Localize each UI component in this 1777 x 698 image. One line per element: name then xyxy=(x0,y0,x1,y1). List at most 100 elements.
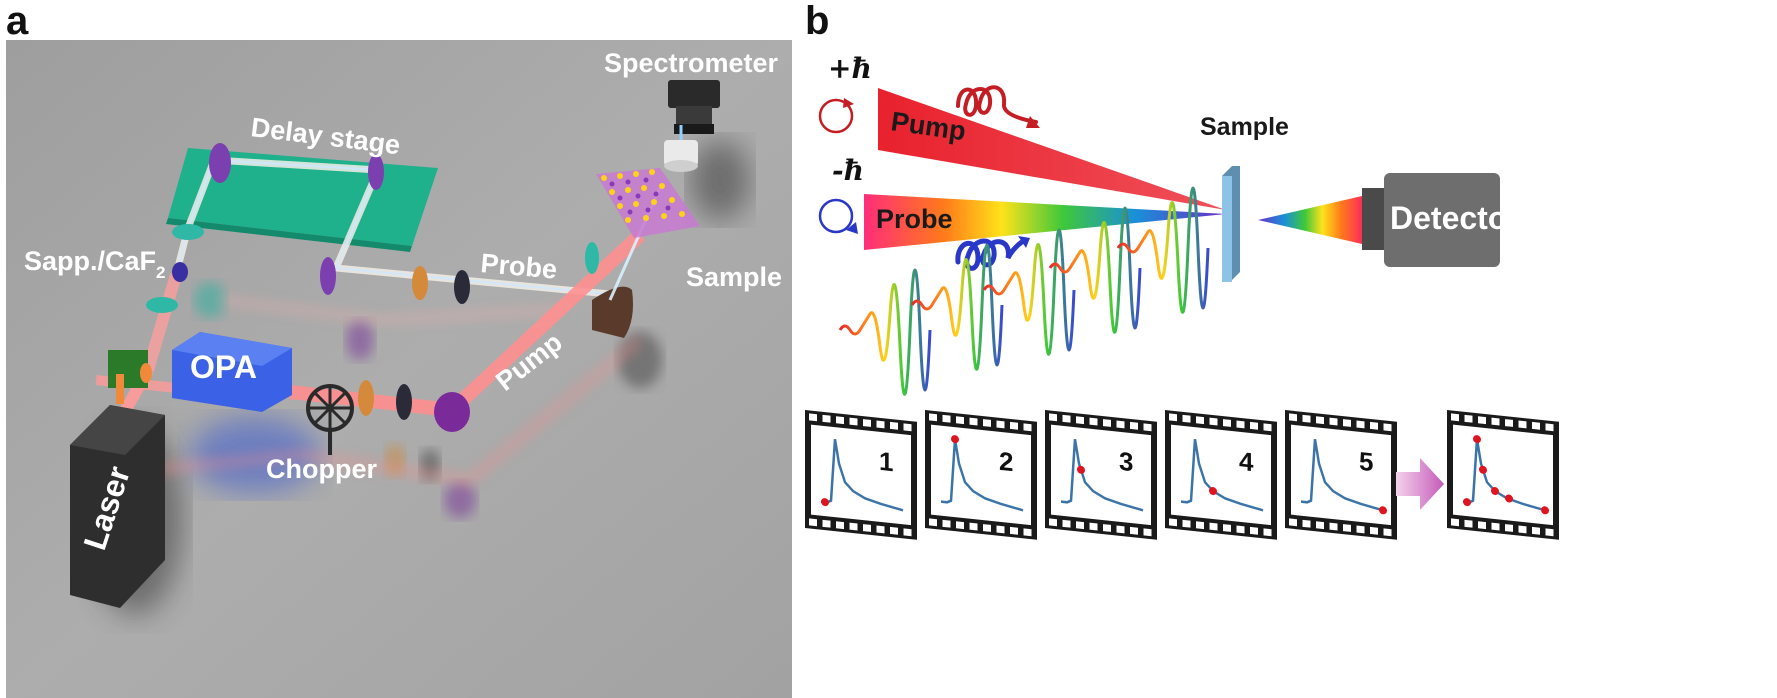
crystal-icon xyxy=(172,262,188,282)
data-point-marker xyxy=(1505,494,1513,503)
wavepacket-icon xyxy=(910,243,1004,371)
sprocket-hole xyxy=(1263,528,1272,537)
sprocket-hole xyxy=(1010,526,1018,535)
sprocket-hole xyxy=(809,413,817,422)
opa-box xyxy=(140,332,292,412)
frame-screen xyxy=(1051,424,1151,526)
sprocket-hole xyxy=(1370,421,1378,430)
sprocket-hole xyxy=(1116,420,1125,429)
spectrometer-label: Spectrometer xyxy=(604,48,779,78)
sprocket-hole xyxy=(969,417,978,426)
probe-label: Probe xyxy=(479,248,558,285)
sprocket-hole xyxy=(903,528,912,537)
sprocket-hole xyxy=(929,518,937,527)
sprocket-hole xyxy=(1076,521,1084,530)
sprocket-hole xyxy=(1302,519,1311,528)
sprocket-hole xyxy=(849,417,858,426)
circular-polarization-blue-icon xyxy=(818,198,858,234)
lens-icon xyxy=(146,297,178,313)
sprocket-hole xyxy=(1316,416,1324,425)
sprocket-hole xyxy=(1478,521,1486,530)
sprocket-hole xyxy=(1103,524,1111,532)
wavepacket-icon xyxy=(838,268,932,396)
sprocket-hole xyxy=(942,519,951,528)
sprocket-hole xyxy=(1464,519,1473,528)
data-point-marker xyxy=(821,498,829,507)
sample-label-a: Sample xyxy=(686,262,782,292)
data-point-marker xyxy=(1463,498,1471,507)
sprocket-hole xyxy=(1316,521,1324,530)
frame-screen xyxy=(811,424,911,526)
sprocket-hole xyxy=(1010,421,1018,430)
chopper-label: Chopper xyxy=(266,454,377,484)
data-point-marker xyxy=(1491,487,1499,496)
sprocket-hole xyxy=(1464,414,1473,423)
sprocket-hole xyxy=(1250,526,1258,535)
sprocket-hole xyxy=(1209,522,1218,531)
sprocket-hole xyxy=(1209,417,1218,426)
data-point-marker xyxy=(1209,487,1217,496)
sprocket-hole xyxy=(1103,419,1111,427)
sprocket-hole xyxy=(1236,525,1245,534)
sprocket-hole xyxy=(983,524,991,532)
decay-trace xyxy=(821,438,904,512)
detector-label: Detector xyxy=(1390,200,1520,236)
panel-a-setup: Spectrometer Delay stage Sapp./CaF2 Prob… xyxy=(6,40,792,698)
sprocket-hole xyxy=(1545,423,1554,432)
panel-b-letter: b xyxy=(805,0,829,43)
frame-screen xyxy=(931,424,1031,526)
data-point-marker xyxy=(951,435,959,444)
sprocket-hole xyxy=(1049,413,1057,422)
sprocket-hole xyxy=(1182,519,1191,528)
sprocket-hole xyxy=(1143,528,1152,537)
sprocket-hole xyxy=(929,413,937,422)
sprocket-hole xyxy=(1062,414,1071,423)
sprocket-hole xyxy=(1223,524,1231,532)
decay-trace xyxy=(1181,438,1264,512)
polarizer-icon xyxy=(454,270,470,304)
sprocket-hole xyxy=(1518,525,1527,534)
probe-photon-helix-icon xyxy=(955,236,1030,271)
sprocket-hole xyxy=(983,419,991,427)
sprocket-hole xyxy=(1370,526,1378,535)
panel-a-letter: a xyxy=(6,0,29,43)
sprocket-hole xyxy=(1532,421,1540,430)
sprocket-hole xyxy=(1130,421,1138,430)
mirror-icon xyxy=(368,154,384,190)
film-frame: 2 xyxy=(925,410,1037,540)
sprocket-hole xyxy=(1478,416,1486,425)
decay-trace xyxy=(1301,438,1384,512)
sprocket-hole xyxy=(1343,419,1351,427)
sprocket-hole xyxy=(1505,524,1513,532)
sprocket-hole xyxy=(1130,526,1138,535)
sprocket-hole xyxy=(1356,525,1365,534)
chopper-icon xyxy=(306,384,354,455)
minus-hbar-label: -ħ xyxy=(832,154,864,187)
sprocket-hole xyxy=(956,416,964,425)
sprocket-hole xyxy=(1023,528,1032,537)
sprocket-hole xyxy=(849,522,858,531)
sprocket-hole xyxy=(1169,518,1177,527)
sprocket-hole xyxy=(1143,423,1152,432)
sprocket-hole xyxy=(1089,417,1098,426)
combine-arrow-icon xyxy=(1396,458,1444,510)
sprocket-hole xyxy=(1289,413,1297,422)
sprocket-hole xyxy=(1076,416,1084,425)
frame-number: 5 xyxy=(1359,446,1373,477)
polarizer-icon xyxy=(396,384,412,420)
sprocket-hole xyxy=(809,518,817,527)
sprocket-hole xyxy=(1505,419,1513,427)
sprocket-hole xyxy=(1545,528,1554,537)
sprocket-hole xyxy=(1182,414,1191,423)
lens-icon xyxy=(585,242,599,274)
beam-reflections xyxy=(149,296,644,486)
wavepacket-icons xyxy=(838,186,1210,396)
spectrometer-icon xyxy=(664,80,720,172)
sprocket-hole xyxy=(996,525,1005,534)
probe-beam-cone xyxy=(864,194,1226,250)
frame-number: 1 xyxy=(879,446,893,477)
film-frame: 4 xyxy=(1165,410,1277,540)
data-point-marker xyxy=(1541,506,1549,515)
sprocket-hole xyxy=(1491,417,1500,426)
